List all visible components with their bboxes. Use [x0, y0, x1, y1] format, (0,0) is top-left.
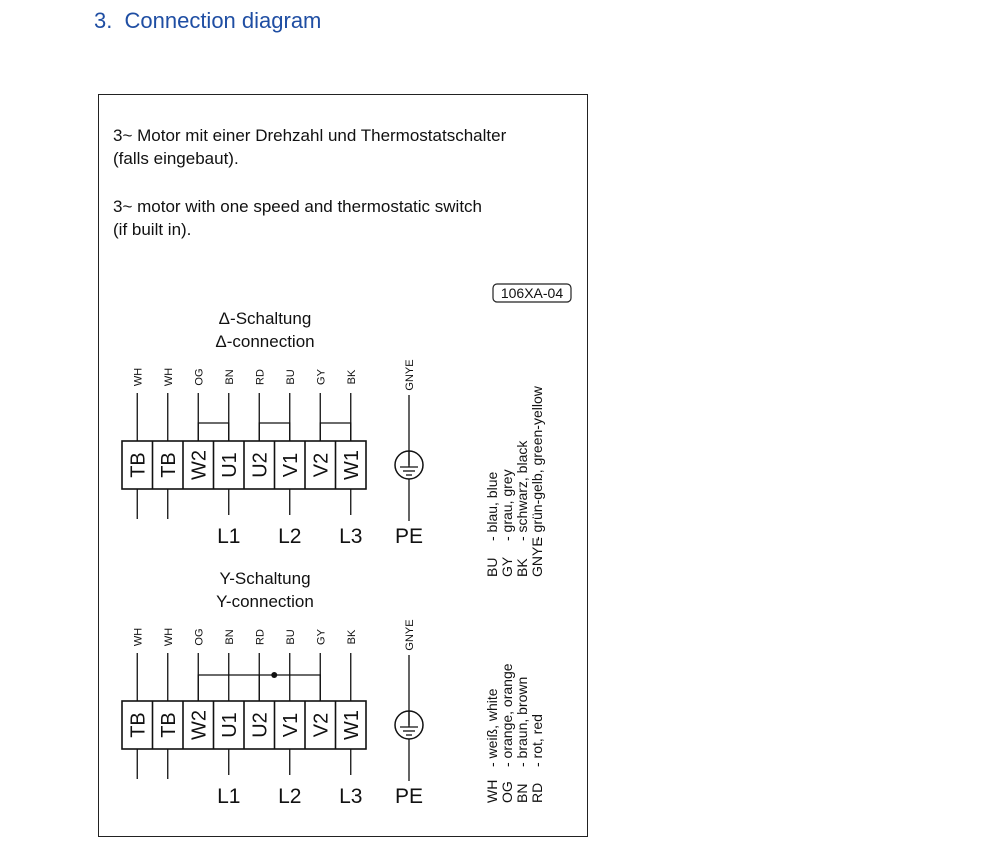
delta-wire-color-label: BU	[285, 369, 297, 384]
delta-wire-color-label: WH	[163, 368, 175, 386]
legend-code: OG	[499, 781, 515, 803]
description-en-line1: 3~ motor with one speed and thermostatic…	[113, 197, 482, 216]
star-wire-color-label: WH	[132, 628, 144, 646]
star-terminal-tb: TB	[127, 712, 149, 738]
delta-terminal-w2: W2	[188, 450, 210, 480]
diagram-frame: 3~ Motor mit einer Drehzahl und Thermost…	[98, 94, 588, 837]
star-wire-color-label: RD	[254, 629, 266, 645]
legend-code: GY	[499, 556, 515, 577]
delta-terminal-u1: U1	[219, 452, 241, 478]
delta-ground-color-label: GNYE	[404, 359, 416, 390]
delta-terminal-tb: TB	[127, 452, 149, 478]
legend-text: - blau, blue	[484, 472, 500, 541]
star-ground-color-label: GNYE	[404, 619, 416, 650]
star-line-label: L2	[278, 785, 301, 808]
legend-text: - grau, grey	[499, 469, 515, 541]
delta-bridge	[258, 422, 291, 441]
star-wire-color-label: BU	[285, 629, 297, 644]
legend-text: - rot, red	[529, 714, 545, 767]
star-terminal-u1: U1	[219, 712, 241, 738]
star-terminal-w1: W1	[341, 710, 363, 740]
section-heading: 3. Connection diagram	[94, 8, 321, 34]
description-en-line2: (if built in).	[113, 220, 192, 239]
star-wire-color-label: BK	[346, 629, 358, 644]
section-number: 3.	[94, 8, 113, 33]
legend-code: BN	[514, 784, 530, 803]
legend-code: WH	[484, 780, 500, 803]
delta-wire-color-label: OG	[193, 368, 205, 385]
star-line-label: L1	[217, 785, 240, 808]
section-title: Connection diagram	[124, 8, 322, 33]
legend-text: - grün-gelb, green-yellow	[529, 385, 545, 541]
legend-text: - orange, orange	[499, 663, 515, 767]
legend-code: BU	[484, 558, 500, 577]
delta-wire-color-label: GY	[315, 368, 327, 385]
legend-text: - weiß, white	[484, 688, 500, 767]
delta-wire-color-label: WH	[132, 368, 144, 386]
star-terminal-tb: TB	[158, 712, 180, 738]
star-connection-block: TB WH TB WH W2 OG U1 BN U2 RD V1 BU V2 GY W1 BK GNYE L1 L2…	[121, 619, 424, 808]
delta-terminal-tb: TB	[158, 452, 180, 478]
diagram-code: 106XA-04	[501, 285, 563, 301]
star-wire-color-label: WH	[163, 628, 175, 646]
delta-terminal-w1: W1	[341, 450, 363, 480]
legend-code: GNYE	[529, 537, 545, 577]
star-terminal-v1: V1	[280, 713, 302, 737]
star-title-en: Y-connection	[216, 592, 314, 611]
delta-line-label: L2	[278, 525, 301, 548]
delta-bridge	[197, 422, 230, 441]
delta-pe-label: PE	[395, 525, 423, 548]
diagram-code-box	[492, 283, 572, 303]
delta-terminal-v1: V1	[280, 453, 302, 477]
description-de-line2: (falls eingebaut).	[113, 149, 239, 168]
star-terminal-v2: V2	[310, 713, 332, 737]
star-wire-color-label: BN	[224, 629, 236, 644]
delta-terminal-u2: U2	[249, 452, 271, 478]
delta-connection-block: TB WH TB WH W2 OG U1 BN U2 RD V1 BU V2 GY W1 BK GNYE L1 L2…	[121, 359, 424, 548]
delta-title-de: Δ-Schaltung	[219, 309, 312, 328]
star-wire-color-label: OG	[193, 628, 205, 645]
star-pe-label: PE	[395, 785, 423, 808]
wiring-diagram: 106XA-04 Δ-Schaltung Δ-connection Y-Scha…	[121, 283, 572, 808]
delta-wire-color-label: BK	[346, 369, 358, 384]
star-terminal-u2: U2	[249, 712, 271, 738]
star-terminal-w2: W2	[188, 710, 210, 740]
delta-title-en: Δ-connection	[215, 332, 314, 351]
delta-line-label: L3	[339, 525, 362, 548]
legend-text: - braun, brown	[514, 677, 530, 767]
star-line-label: L3	[339, 785, 362, 808]
description-de-line1: 3~ Motor mit einer Drehzahl und Thermost…	[113, 126, 507, 145]
star-junction-dot	[271, 672, 278, 678]
legend-code: BK	[514, 558, 530, 577]
star-title-de: Y-Schaltung	[219, 569, 310, 588]
delta-terminal-v2: V2	[310, 453, 332, 477]
legend-code: RD	[529, 783, 545, 803]
star-wire-color-label: GY	[315, 628, 327, 645]
delta-wire-color-label: RD	[254, 369, 266, 385]
delta-line-label: L1	[217, 525, 240, 548]
legend-text: - schwarz, black	[514, 440, 530, 541]
delta-bridge	[319, 422, 352, 441]
delta-wire-color-label: BN	[224, 369, 236, 384]
